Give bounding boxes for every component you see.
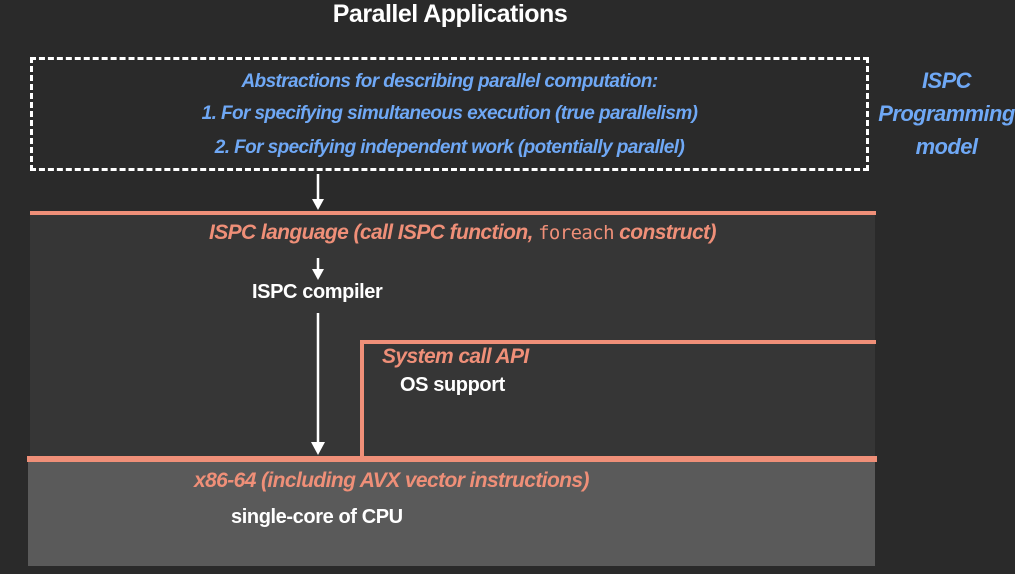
single-core-label: single-core of CPU xyxy=(231,506,403,528)
language-layer-prefix: ISPC language (call ISPC function, xyxy=(209,221,539,244)
programming-model-line-3: model xyxy=(915,134,978,159)
language-layer-border xyxy=(30,211,876,215)
system-call-api-label: System call API xyxy=(382,345,529,368)
language-layer-panel xyxy=(30,213,875,460)
foreach-keyword: foreach xyxy=(538,222,614,244)
abstractions-item-1: 1. For specifying simultaneous execution… xyxy=(201,103,698,124)
arrow-head-1 xyxy=(312,199,324,210)
arrow-head-3 xyxy=(311,442,325,455)
compiler-label: ISPC compiler xyxy=(252,281,383,303)
programming-model-line-1: ISPC xyxy=(922,68,972,93)
hardware-layer-panel xyxy=(28,458,875,566)
os-support-label: OS support xyxy=(400,374,505,396)
programming-model-label: ISPC Programming model xyxy=(878,64,1015,163)
system-layer-top-border xyxy=(360,340,876,344)
language-layer-suffix: construct) xyxy=(613,221,716,244)
language-layer-label: ISPC language (call ISPC function, forea… xyxy=(209,221,716,245)
system-layer-left-border xyxy=(360,340,364,458)
hardware-layer-border xyxy=(27,456,877,462)
abstractions-box xyxy=(30,57,869,171)
abstractions-heading: Abstractions for describing parallel com… xyxy=(241,71,658,92)
programming-model-line-2: Programming xyxy=(878,101,1015,126)
abstractions-item-2: 2. For specifying independent work (pote… xyxy=(214,137,685,158)
hardware-layer-label: x86-64 (including AVX vector instruction… xyxy=(194,469,589,492)
arrow-head-2 xyxy=(312,269,324,280)
diagram-title: Parallel Applications xyxy=(332,0,568,28)
